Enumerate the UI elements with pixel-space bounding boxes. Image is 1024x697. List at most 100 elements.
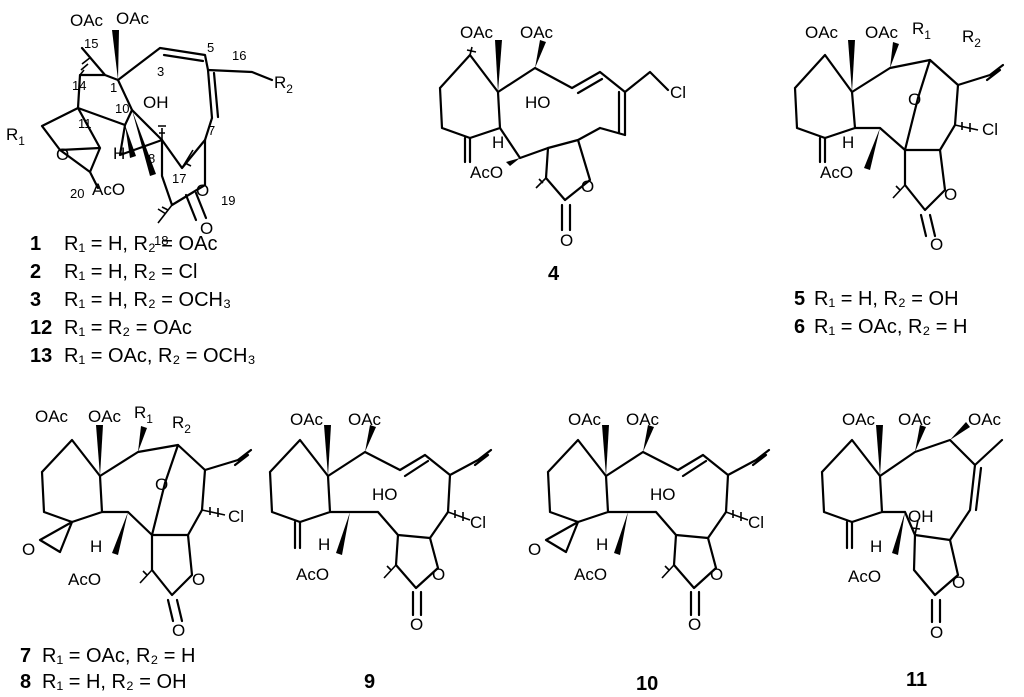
label-h: H (113, 144, 125, 163)
label-oac: OAc (898, 410, 932, 429)
label-o: O (200, 219, 213, 238)
label-o: O (930, 623, 943, 642)
label-o: O (22, 540, 35, 559)
label-o: O (196, 181, 209, 200)
caption-compound-10: 10 (636, 673, 658, 695)
label-h: H (842, 133, 854, 152)
atom-number: 10 (115, 101, 129, 116)
label-h: H (90, 537, 102, 556)
label-o: O (172, 621, 185, 640)
atom-number: 15 (84, 36, 98, 51)
label-h: H (492, 133, 504, 152)
label-r2: R2 (962, 27, 981, 50)
caption-compound-4: 4 (548, 263, 560, 285)
label-o: O (908, 90, 921, 109)
label-o: O (710, 565, 723, 584)
label-ho: HO (650, 485, 676, 504)
label-oac: OAc (116, 9, 150, 28)
label-aco: AcO (574, 565, 607, 584)
label-oac: OAc (70, 11, 104, 30)
label-h: H (318, 535, 330, 554)
label-cl: Cl (470, 513, 486, 532)
label-h: H (870, 537, 882, 556)
structure-compound-10: OAc OAc HO O H AcO O O Cl (528, 410, 771, 634)
label-aco: AcO (820, 163, 853, 182)
label-oac: OAc (568, 410, 602, 429)
label-oac: OAc (520, 23, 554, 42)
caption-compound-9: 9 (364, 671, 375, 693)
structure-compound-1: OAc OAc OH H AcO O O O R1 R2 1 3 5 7 8 1… (6, 9, 293, 248)
label-oh: OH (908, 507, 934, 526)
label-h: H (596, 535, 608, 554)
structure-compound-4: OAc OAc HO H AcO O O Cl (438, 23, 686, 250)
label-ho: HO (372, 485, 398, 504)
label-o: O (581, 177, 594, 196)
label-o: O (56, 145, 69, 164)
structure-compound-7-8: OAc OAc R1 R2 O O H AcO O O Cl (22, 403, 253, 640)
label-o: O (432, 565, 445, 584)
label-oac: OAc (88, 407, 122, 426)
label-r1: R1 (6, 125, 25, 148)
atom-number: 17 (172, 171, 186, 186)
label-cl: Cl (670, 83, 686, 102)
label-oac: OAc (460, 23, 494, 42)
atom-number: 16 (232, 48, 246, 63)
label-r1: R1 (912, 19, 931, 42)
label-oac: OAc (865, 23, 899, 42)
label-cl: Cl (748, 513, 764, 532)
atom-number: 7 (208, 123, 215, 138)
label-o: O (560, 231, 573, 250)
atom-number: 11 (78, 116, 92, 131)
label-ho: HO (525, 93, 551, 112)
label-oac: OAc (968, 410, 1002, 429)
label-aco: AcO (848, 567, 881, 586)
atom-number: 1 (110, 80, 117, 95)
label-o: O (528, 540, 541, 559)
structure-compound-9: OAc OAc HO H AcO O O Cl (268, 410, 493, 634)
label-o: O (155, 475, 168, 494)
label-oh: OH (143, 93, 169, 112)
label-oac: OAc (626, 410, 660, 429)
atom-number: 20 (70, 186, 84, 201)
label-o: O (688, 615, 701, 634)
atom-number: 18 (154, 233, 168, 248)
label-r2: R2 (274, 73, 293, 96)
atom-number: 14 (72, 78, 86, 93)
label-aco: AcO (470, 163, 503, 182)
label-o: O (944, 185, 957, 204)
label-o: O (930, 235, 943, 254)
atom-number: 3 (157, 64, 164, 79)
atom-number: 5 (207, 40, 214, 55)
label-o: O (952, 573, 965, 592)
label-aco: AcO (68, 570, 101, 589)
label-r2: R2 (172, 413, 191, 436)
label-o: O (192, 570, 205, 589)
label-o: O (410, 615, 423, 634)
atom-number: 19 (221, 193, 235, 208)
label-aco: AcO (296, 565, 329, 584)
label-r1: R1 (134, 403, 153, 426)
structure-compound-11: OAc OAc OAc OH H AcO O O (820, 410, 1004, 642)
caption-compound-11: 11 (906, 669, 927, 691)
label-cl: Cl (982, 120, 998, 139)
label-oac: OAc (290, 410, 324, 429)
label-oac: OAc (805, 23, 839, 42)
label-oac: OAc (842, 410, 876, 429)
label-aco: AcO (92, 180, 125, 199)
structure-compound-5-6: OAc OAc R1 R2 O H AcO O O Cl (793, 19, 1005, 254)
atom-number: 8 (148, 151, 155, 166)
label-oac: OAc (348, 410, 382, 429)
label-oac: OAc (35, 407, 69, 426)
label-cl: Cl (228, 507, 244, 526)
